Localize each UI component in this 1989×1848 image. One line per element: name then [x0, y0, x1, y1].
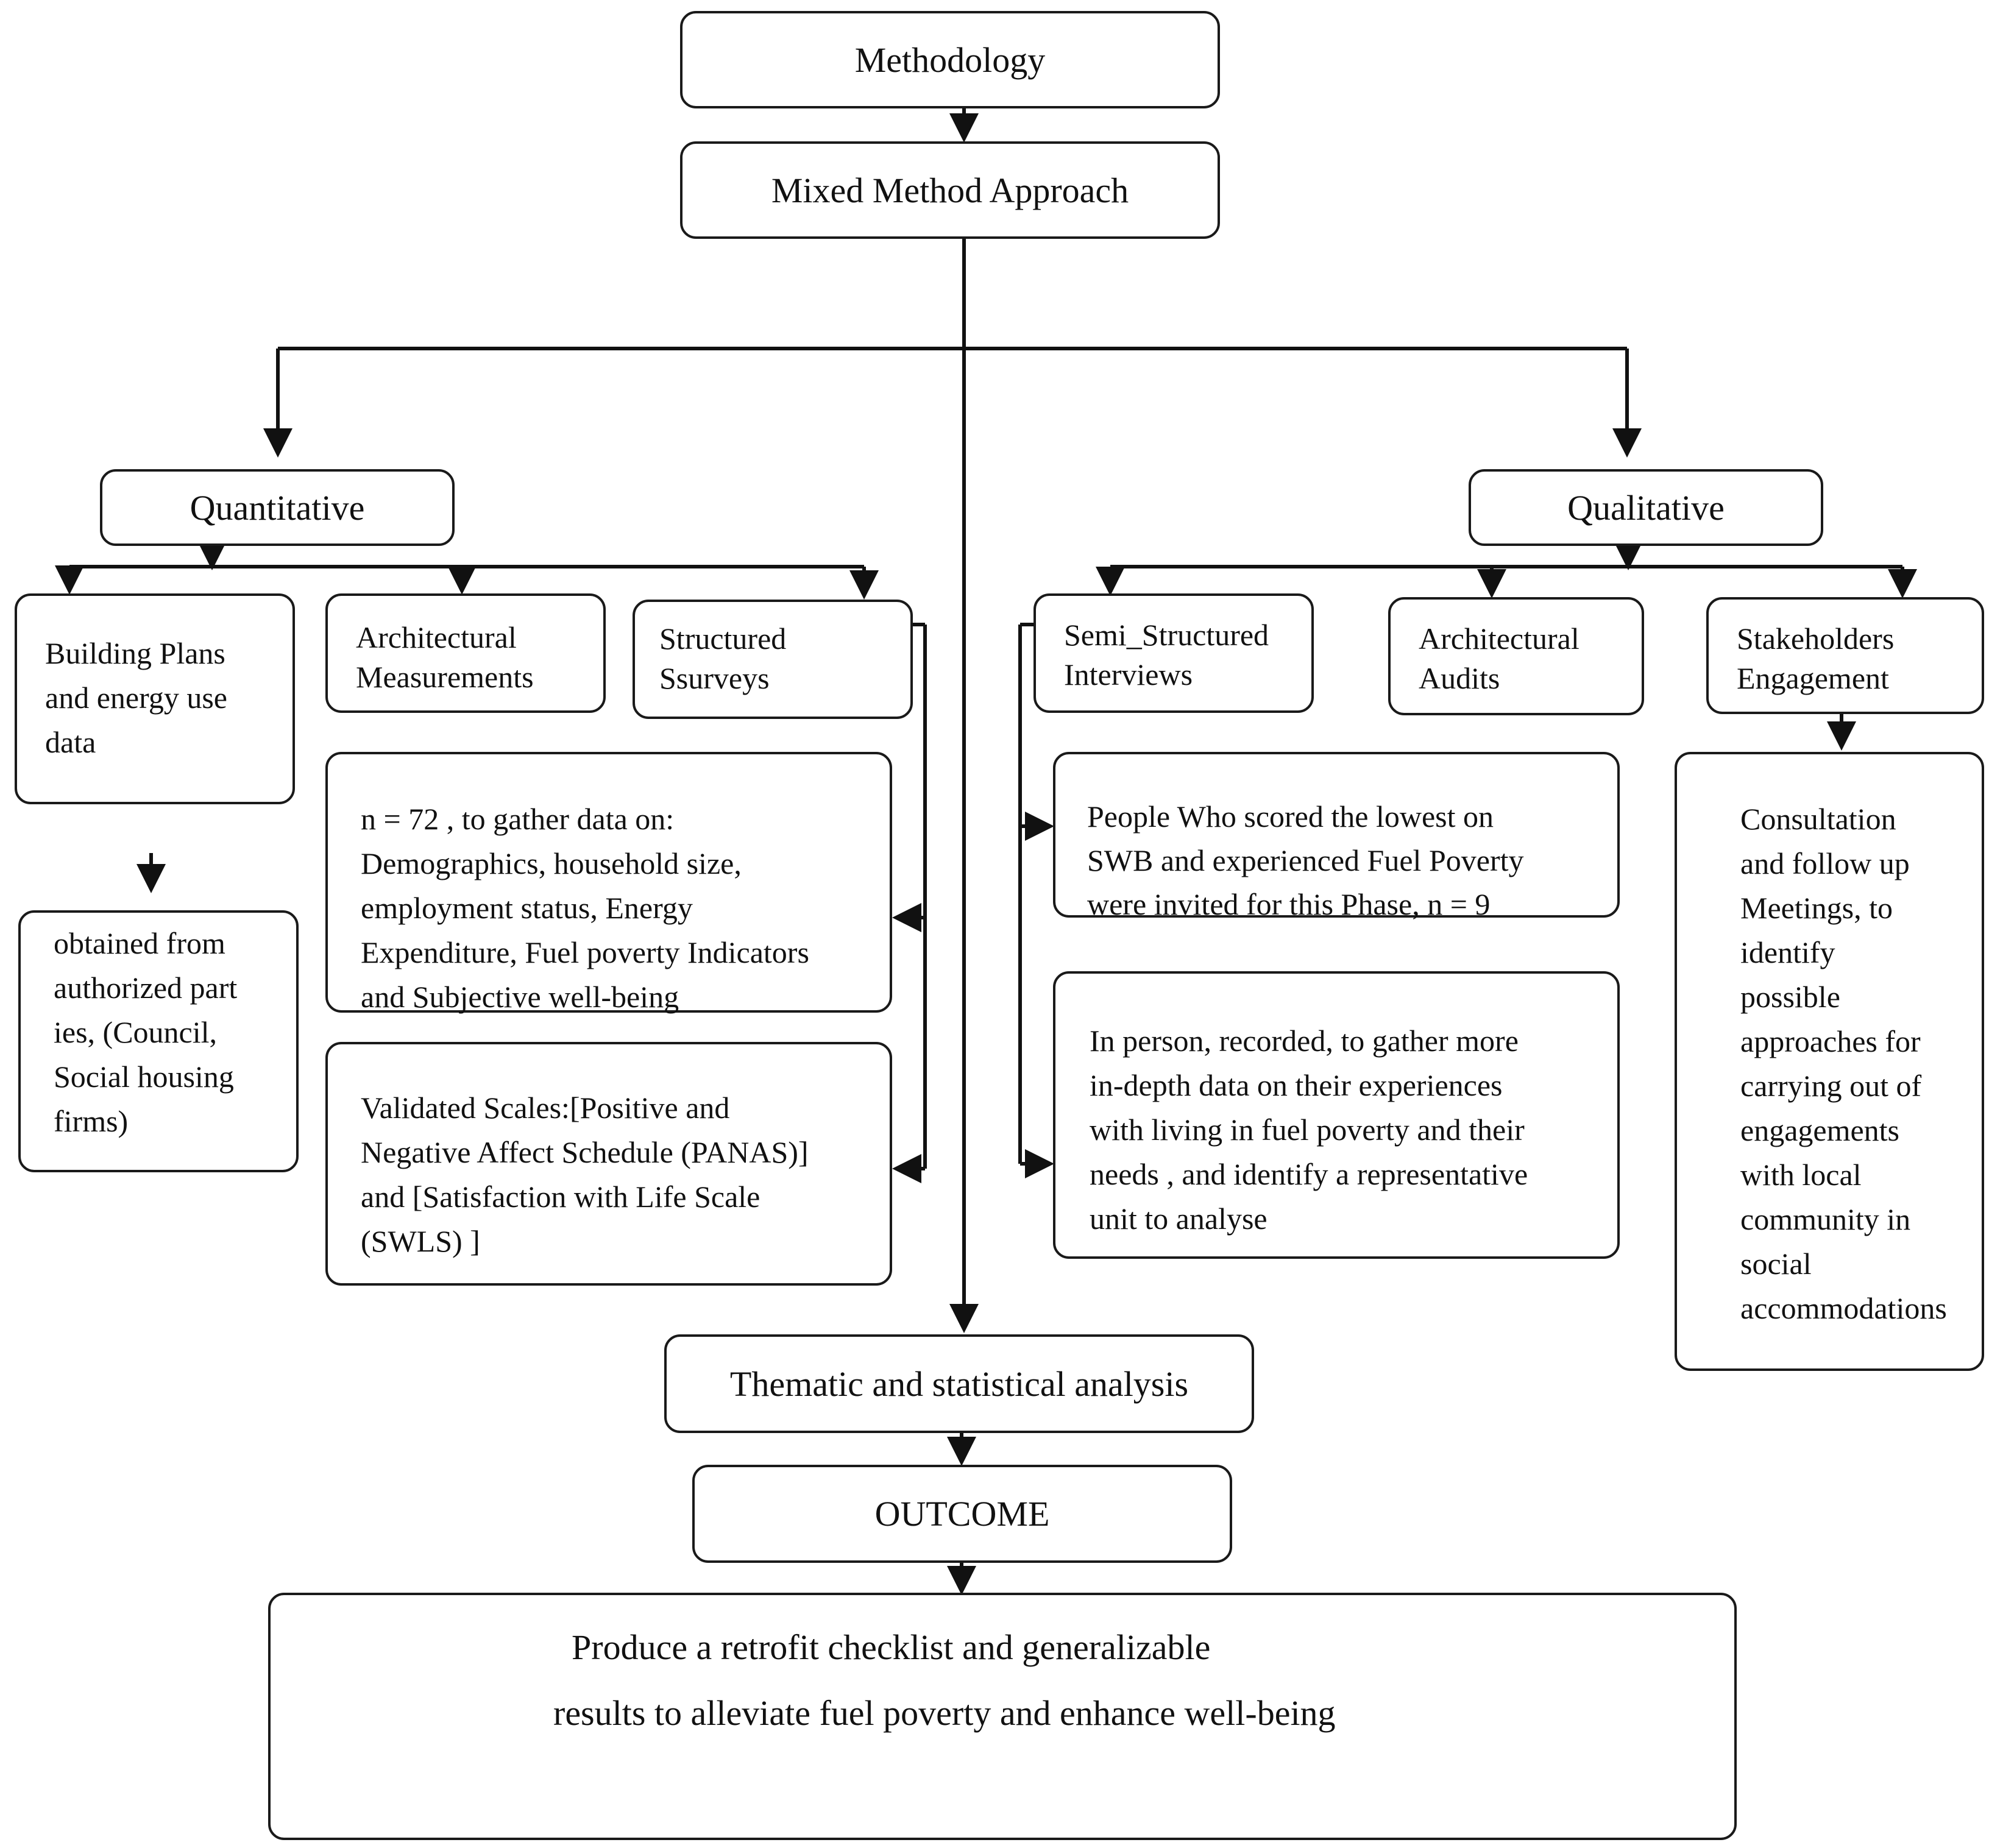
survey-detail-label: n = 72 , to gather data on: Demographics… — [361, 802, 809, 1014]
validated-scales-box: Validated Scales:[Positive and Negative … — [325, 1042, 892, 1286]
validated-scales-label: Validated Scales:[Positive and Negative … — [361, 1091, 809, 1258]
building-plans-box: Building Plans and energy use data — [15, 593, 295, 804]
in-person-label: In person, recorded, to gather more in-d… — [1090, 1024, 1528, 1236]
stakeholders-box: Stakeholders Engagement — [1706, 597, 1984, 714]
thematic-label: Thematic and statistical analysis — [729, 1364, 1189, 1404]
methodology-label: Methodology — [854, 40, 1046, 80]
structured-surveys-box: Structured Ssurveys — [633, 600, 913, 719]
quantitative-box: Quantitative — [100, 469, 455, 546]
produce-box: Produce a retrofit checklist and general… — [268, 1593, 1737, 1840]
stakeholders-label: Stakeholders Engagement — [1737, 621, 1895, 695]
arch-audits-label: Architectural Audits — [1419, 621, 1580, 695]
methodology-box: Methodology — [680, 11, 1220, 108]
arch-audits-box: Architectural Audits — [1388, 597, 1644, 715]
produce-line-1: Produce a retrofit checklist and general… — [572, 1627, 1211, 1667]
people-who-box: People Who scored the lowest on SWB and … — [1053, 752, 1620, 921]
structured-surveys-label: Structured Ssurveys — [659, 621, 787, 695]
mixed-method-box: Mixed Method Approach — [680, 141, 1220, 239]
survey-detail-box: n = 72 , to gather data on: Demographics… — [325, 752, 892, 1014]
obtained-from-box: obtained from authorized part ies, (Coun… — [18, 910, 299, 1172]
semi-structured-label: Semi_Structured Interviews — [1064, 618, 1269, 692]
obtained-from-label: obtained from authorized part ies, (Coun… — [54, 926, 238, 1138]
quantitative-label: Quantitative — [190, 487, 365, 528]
qualitative-box: Qualitative — [1469, 469, 1823, 546]
outcome-label: OUTCOME — [874, 1494, 1050, 1534]
building-plans-label: Building Plans and energy use data — [45, 636, 227, 759]
thematic-box: Thematic and statistical analysis — [664, 1334, 1254, 1433]
consultation-box: Consultation and follow up Meetings, to … — [1675, 752, 1984, 1371]
produce-line-2: results to alleviate fuel poverty and en… — [553, 1693, 1336, 1733]
in-person-box: In person, recorded, to gather more in-d… — [1053, 971, 1620, 1259]
qualitative-label: Qualitative — [1567, 487, 1725, 528]
arch-measurements-box: Architectural Measurements — [325, 593, 606, 713]
outcome-box: OUTCOME — [692, 1465, 1232, 1563]
consultation-label: Consultation and follow up Meetings, to … — [1740, 802, 1947, 1325]
people-who-label: People Who scored the lowest on SWB and … — [1087, 799, 1524, 921]
mixed-method-label: Mixed Method Approach — [771, 170, 1129, 210]
semi-structured-box: Semi_Structured Interviews — [1034, 593, 1314, 713]
arch-measurements-label: Architectural Measurements — [356, 620, 534, 694]
